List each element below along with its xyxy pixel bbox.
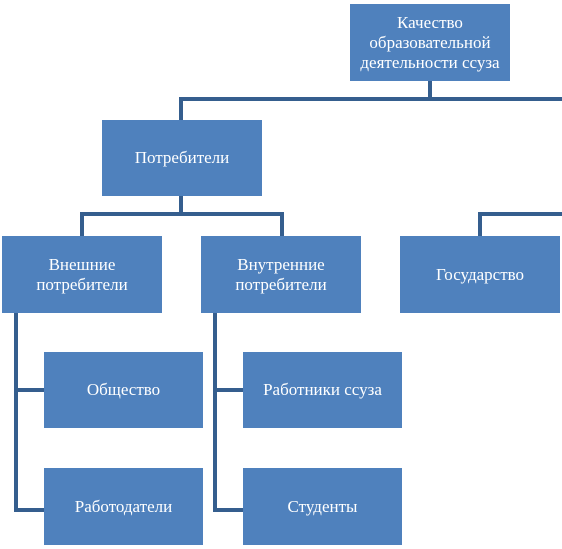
- node-employers: Работодатели: [44, 468, 203, 545]
- connector-to-internal: [280, 212, 284, 236]
- connector-consumers-down: [179, 196, 183, 215]
- connector-to-employers: [14, 508, 44, 512]
- node-students: Студенты: [243, 468, 402, 545]
- node-root: Качество образовательной деятельности сс…: [350, 4, 510, 81]
- node-internal-consumers: Внутренние потребители: [201, 236, 361, 313]
- node-consumers: Потребители: [102, 120, 262, 196]
- connector-root-bar: [179, 97, 562, 101]
- connector-internal-spine: [213, 313, 217, 512]
- connector-consumers-bar: [80, 212, 284, 216]
- node-society: Общество: [44, 352, 203, 428]
- connector-root-down: [428, 81, 432, 100]
- node-external-consumers: Внешние потребители: [2, 236, 162, 313]
- node-state: Государство: [400, 236, 560, 313]
- connector-to-students: [213, 508, 243, 512]
- connector-to-state: [478, 212, 482, 236]
- connector-external-spine: [14, 313, 18, 512]
- connector-to-consumers: [179, 97, 183, 120]
- connector-to-external: [80, 212, 84, 236]
- node-college-staff: Работники ссуза: [243, 352, 402, 428]
- connector-to-staff: [213, 388, 243, 392]
- connector-to-society: [14, 388, 44, 392]
- connector-state-bar: [478, 212, 562, 216]
